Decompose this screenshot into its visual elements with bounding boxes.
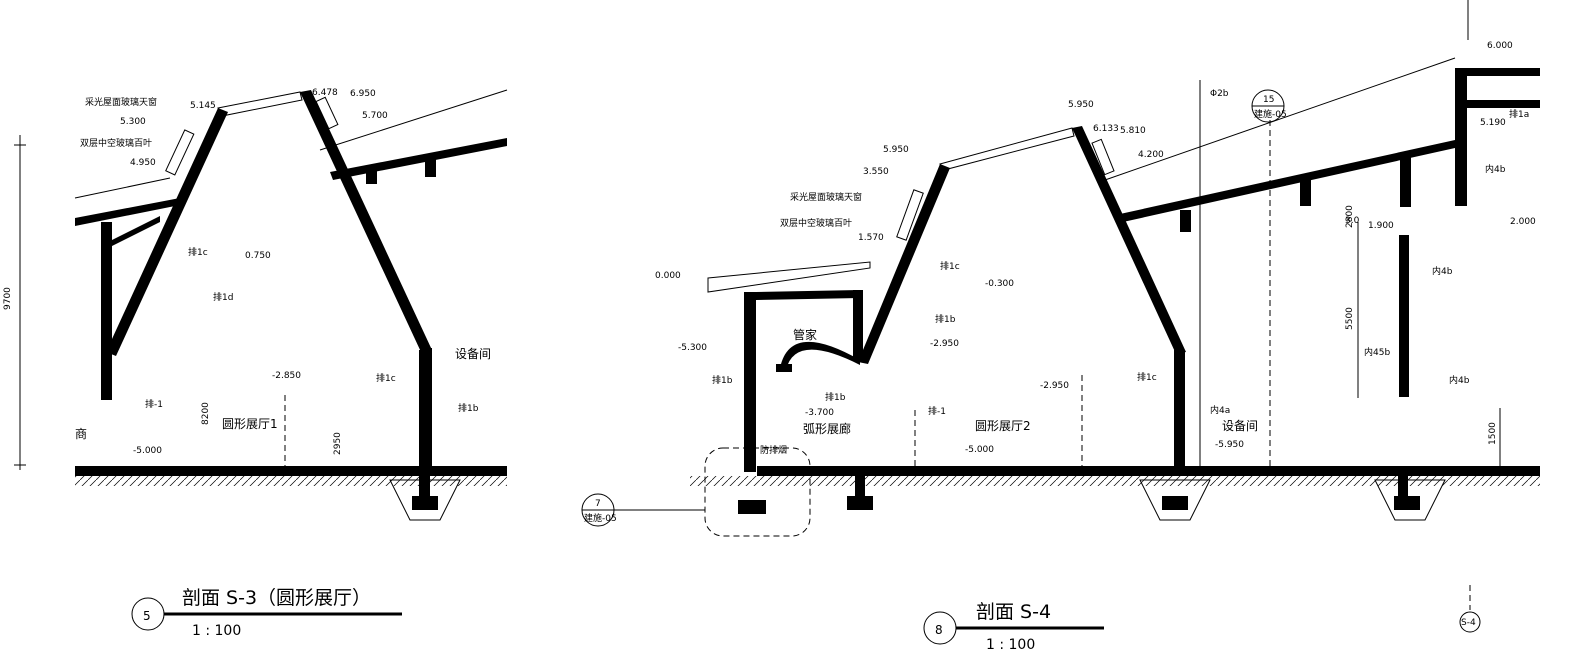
elevation-mark: 5.950 — [1068, 100, 1094, 110]
note-label: 排-1 — [145, 398, 163, 410]
section-scale: 1 : 100 — [986, 637, 1035, 653]
section-marker-circle — [1459, 611, 1481, 633]
note-label: 排1c — [188, 246, 208, 258]
elevation-mark: 1.570 — [858, 233, 884, 243]
elevation-mark: 6.133 — [1093, 124, 1119, 134]
dim-height: 9700 — [3, 287, 13, 310]
elevation-mark: 1.900 — [1368, 221, 1394, 231]
elevation-mark: 4.200 — [1138, 150, 1164, 160]
room-label: 圆形展厅2 — [975, 419, 1031, 433]
elevation-mark: 5.145 — [190, 101, 216, 111]
room-label: 设备间 — [455, 347, 491, 361]
note-label: 排1b — [825, 391, 846, 403]
elevation-mark: 0.000 — [655, 271, 681, 281]
room-label: 圆形展厅1 — [222, 417, 278, 431]
section-number: 5 — [143, 609, 151, 623]
elevation-mark: 5.190 — [1480, 118, 1506, 128]
note-label: 排-1 — [928, 405, 946, 417]
elevation-mark: 6.478 — [312, 88, 338, 98]
elevation-mark: 0.750 — [245, 251, 271, 261]
note-label: 排1b — [458, 402, 479, 414]
elevation-mark: -2.950 — [930, 339, 959, 349]
note-label: 排1b — [935, 313, 956, 325]
note-label: 内4b — [1485, 163, 1506, 175]
section-title: 剖面 S-3（圆形展厅） — [182, 587, 371, 609]
note-label: 排1b — [712, 374, 733, 386]
note-label: 采光屋面玻璃天窗 — [790, 191, 862, 203]
elevation-mark: 4.950 — [130, 158, 156, 168]
elevation-mark: 5.810 — [1120, 126, 1146, 136]
funnel-wall-right — [1072, 126, 1186, 354]
elevation-mark: -5.000 — [133, 446, 162, 456]
axis-mark: Φ2b — [1210, 89, 1229, 99]
room-label: 弧形展廊 — [803, 421, 851, 436]
section-title: 剖面 S-4 — [976, 601, 1051, 623]
note-label: 采光屋面玻璃天窗 — [85, 96, 157, 108]
elevation-mark: -5.300 — [678, 343, 707, 353]
room-label: 管家 — [793, 327, 817, 342]
note-label: 双层中空玻璃百叶 — [780, 217, 852, 229]
callout-num: 15 — [1263, 95, 1274, 105]
axis-mark: 3.0 — [1345, 216, 1360, 226]
elevation-mark: -5.000 — [965, 445, 994, 455]
elevation-mark: 6.000 — [1487, 41, 1513, 51]
elevation-mark: 5.700 — [362, 111, 388, 121]
soil-hatch — [690, 476, 1540, 486]
note-label: 内4a — [1210, 404, 1230, 416]
callout-ref: 建施-05 — [1254, 108, 1287, 120]
elevation-mark: -3.700 — [805, 408, 834, 418]
dim-label: 8200 — [201, 402, 211, 425]
funnel-wall-left — [858, 164, 950, 364]
elevation-mark: 6.950 — [350, 89, 376, 99]
elevation-mark: 5.950 — [883, 145, 909, 155]
note-label: 内4b — [1432, 265, 1453, 277]
note-label: 内45b — [1364, 346, 1390, 358]
soil-hatch — [75, 476, 507, 486]
callout-num: 7 — [595, 499, 601, 509]
note-label: 排1d — [213, 291, 233, 303]
elevation-mark: -0.300 — [985, 279, 1014, 289]
funnel-wall-right — [300, 90, 432, 352]
left-roof-slab — [75, 198, 180, 226]
ground-slab — [75, 466, 507, 476]
elevation-mark: 2.000 — [1510, 217, 1536, 227]
elevation-mark: -2.850 — [272, 371, 301, 381]
dim-label: 2950 — [333, 432, 343, 455]
note-label: 排1c — [376, 372, 396, 384]
right-roof-slab — [1120, 140, 1455, 222]
right-roof-slab — [330, 138, 507, 180]
dim-label: 2800 — [1345, 205, 1355, 228]
note-label: 排1a — [1509, 108, 1529, 120]
dim-label: 5500 — [1345, 307, 1355, 330]
funnel-wall-left — [106, 108, 228, 356]
section-marker: S-4 — [1461, 618, 1476, 628]
note-label: 双层中空玻璃百叶 — [80, 137, 152, 149]
room-label: 设备间 — [1222, 419, 1258, 433]
elevation-mark: 5.300 — [120, 117, 146, 127]
callout-ref: 建施-05 — [584, 512, 617, 524]
section-number: 8 — [935, 623, 943, 637]
room-label: 商 — [75, 426, 87, 441]
section-s4: 管家 弧形展廊 圆形展厅2 设备间 6.000 5.190 6.133 5.95… — [581, 0, 1540, 653]
note-label: 防排烟 — [760, 444, 787, 456]
elevation-mark: -5.950 — [1215, 440, 1244, 450]
elevation-mark: 3.550 — [863, 167, 889, 177]
dim-label: 1500 — [1488, 422, 1498, 445]
note-label: 排1c — [940, 260, 960, 272]
section-scale: 1 : 100 — [192, 623, 241, 639]
note-label: 内4b — [1449, 374, 1470, 386]
elevation-mark: -2.950 — [1040, 381, 1069, 391]
ground-slab — [757, 466, 1540, 476]
section-s3: 9700 圆形展厅1 设备间 商 6.478 — [3, 88, 508, 639]
note-label: 排1c — [1137, 371, 1157, 383]
footings — [738, 476, 1446, 521]
